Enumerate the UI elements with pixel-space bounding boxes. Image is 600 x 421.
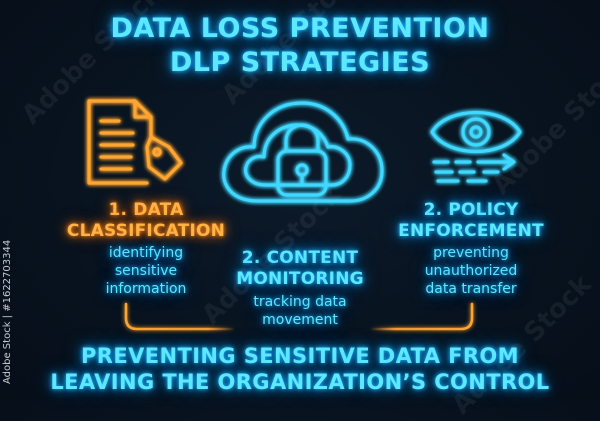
infographic-canvas: Adobe Stock Adobe Stock Adobe Stock Adob… [2,13,550,394]
section-1-heading-line-1: 1. DATA [108,200,184,220]
section-3-description-line-1: preventing [433,245,509,261]
section-3-description-line-3: data transfer [425,281,517,297]
section-2-heading-line-2: MONITORING [236,269,364,289]
stock-credit: Adobe Stock | #1622703344 [2,239,13,384]
section-3-description-line-2: unauthorized [424,263,518,279]
section-3-heading-line-2: ENFORCEMENT [398,221,544,241]
footer-line-2: LEAVING THE ORGANIZATION’S CONTROL [50,370,550,394]
cloud-lock-icon [222,101,384,203]
section-3-heading-line-1: 2. POLICY [423,200,519,220]
footer-line-1: PREVENTING SENSITIVE DATA FROM [81,344,519,368]
eye-transfer-icon [430,111,522,183]
section-2-description-line-2: movement [262,312,338,328]
title-line-1: DATA LOSS PREVENTION [110,13,490,44]
connector-line [124,302,474,331]
title-line-2: DLP STRATEGIES [169,47,431,78]
section-1-description-line-2: sensitive [114,263,178,279]
section-2-heading-line-1: 2. CONTENT [241,248,359,268]
section-2-description-line-1: tracking data [253,294,347,310]
section-1-heading-line-2: CLASSIFICATION [66,221,226,241]
section-1-description-line-1: identifying [108,245,184,261]
section-1-description-line-3: information [105,281,187,297]
document-tag-icon [87,99,183,185]
